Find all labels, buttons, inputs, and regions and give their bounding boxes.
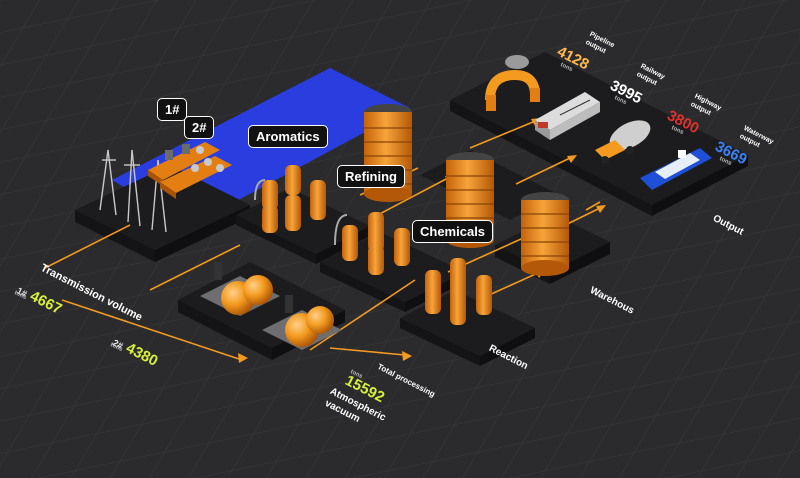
flow-lines xyxy=(44,121,601,361)
tanker-ship-1 xyxy=(148,142,220,186)
truck-icon xyxy=(595,120,651,164)
train-icon xyxy=(535,92,600,140)
refining-small-tanks xyxy=(334,212,410,275)
warehouse-tower xyxy=(521,192,569,276)
tanker-ship-2 xyxy=(160,156,232,199)
ship-icon xyxy=(640,148,712,190)
dock-1-tag[interactable]: 1# xyxy=(157,98,188,121)
chemicals-tag[interactable]: Chemicals xyxy=(412,220,494,243)
refining-tag[interactable]: Refining xyxy=(337,165,405,188)
atmospheric-equipment xyxy=(200,262,342,350)
aromatics-tanks xyxy=(254,165,326,233)
dock-platform xyxy=(75,165,250,262)
aromatics-tag[interactable]: Aromatics xyxy=(248,125,328,148)
reaction-tanks xyxy=(425,258,492,325)
dock-2-tag[interactable]: 2# xyxy=(184,116,215,139)
pipeline-icon xyxy=(485,55,540,111)
